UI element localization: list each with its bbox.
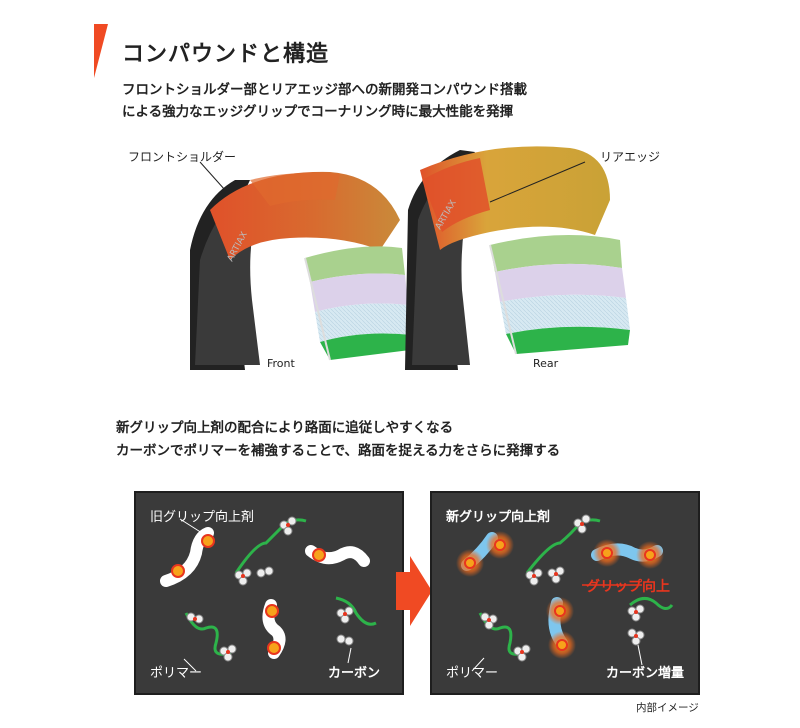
left-carbon-label: カーボン [328,666,381,681]
rear-callout-line [489,161,586,203]
accent-mark [94,24,108,78]
right-polymer-label: ポリマー [446,666,499,681]
transition-arrow [396,556,432,626]
rear-tire: ARTIAX [405,146,630,370]
middle-text-2: カーボンでポリマーを補強することで、路面を捉える力をさらに発揮する [116,443,561,459]
front-callout-line [199,161,226,191]
right-carbon-label: カーボン増量 [606,666,685,681]
front-callout-label: フロントショルダー [128,150,237,164]
old-grip-agent-label: 旧グリップ向上剤 [150,510,255,525]
tire-illustration: ARTIAX ARTIAX [190,146,630,370]
rear-caption: Rear [533,357,559,370]
new-compound-diagram [456,514,674,672]
lead-text-1: フロントショルダー部とリアエッジ部への新開発コンパウンド搭載 [122,82,527,98]
grip-up-label: グリップ向上 [586,579,670,595]
lead-text-2: による強力なエッジグリップでコーナリング時に最大性能を発揮 [122,104,514,120]
rear-callout-label: リアエッジ [600,150,661,164]
page-title: コンパウンドと構造 [122,42,330,67]
middle-text-1: 新グリップ向上剤の配合により路面に追従しやすくなる [116,420,454,436]
left-polymer-label: ポリマー [150,666,203,681]
old-compound-diagram [160,516,377,672]
front-caption: Front [267,357,295,370]
footnote: 内部イメージ [636,702,699,714]
new-compound-panel [430,491,700,695]
front-tire: ARTIAX [190,171,412,370]
new-grip-agent-label: 新グリップ向上剤 [446,510,551,525]
